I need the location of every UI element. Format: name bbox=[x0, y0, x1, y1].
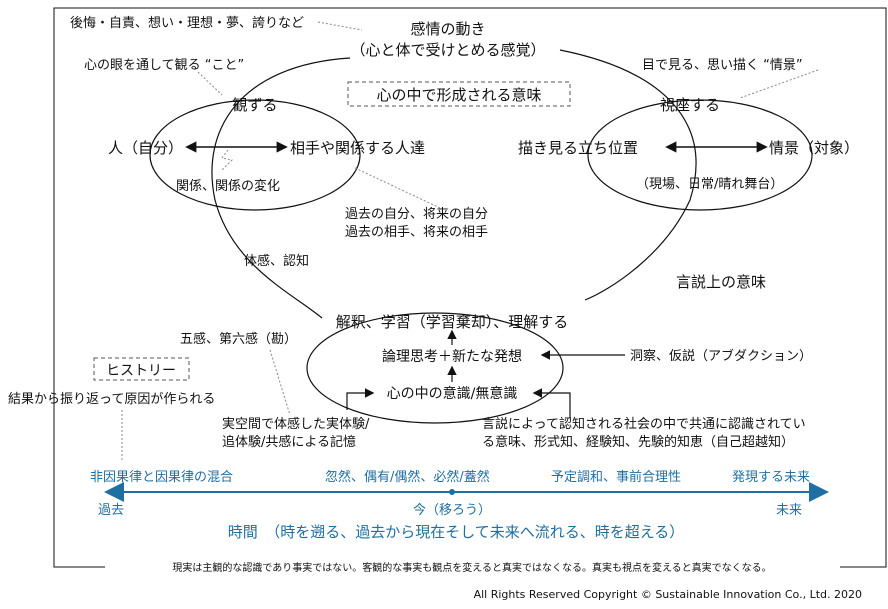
harmony-label: 予定調和、事前合理性 bbox=[551, 469, 681, 485]
big-loop-right bbox=[559, 49, 697, 301]
see-imagine-label: 目で見る、思い描く “情景” bbox=[642, 58, 803, 73]
outer-frame bbox=[53, 7, 887, 568]
discourse-meaning-label: 言説上の意味 bbox=[676, 273, 766, 291]
stage-label: （現場、日常/晴れ舞台） bbox=[636, 177, 783, 192]
other-people-label: 相手や関係する人達 bbox=[290, 139, 425, 157]
senses-label: 五感、第六感（勘） bbox=[180, 331, 297, 347]
social-arrow bbox=[532, 388, 571, 418]
insight-label: 洞察、仮説（アブダクション） bbox=[630, 348, 812, 364]
relation-label: 関係、関係の変化 bbox=[176, 178, 280, 194]
emotion-subtitle: （心と体で受けとめる感覚） bbox=[350, 41, 545, 59]
social-line1: 言説によって認知される社会の中で共通に認識されてい bbox=[482, 416, 806, 432]
now-marker bbox=[449, 489, 455, 495]
reality-note: 現実は主観的な認識であり事実ではない。客観的な事実も観点を変えると真実ではなくな… bbox=[172, 561, 771, 574]
scene-label: 情景（対象） bbox=[769, 139, 859, 157]
social-line2: る意味、形式知、経験知、先験的知恵（自己超越知） bbox=[482, 434, 794, 450]
leader-lines bbox=[121, 21, 819, 462]
viewpoint-label: 視座する bbox=[660, 96, 720, 114]
values-note: 後悔・自責、想い・理想・夢、誇りなど bbox=[70, 15, 304, 31]
past-label: 過去 bbox=[98, 503, 124, 518]
conscious-label: 心の中の意識/無意識 bbox=[387, 385, 518, 402]
right-cycle-ellipse bbox=[587, 99, 813, 211]
chance-label: 忽然、偶有/偶然、必然/蓋然 bbox=[325, 469, 490, 485]
emerging-future-label: 発現する未来 bbox=[732, 470, 810, 485]
history-box bbox=[93, 357, 190, 381]
noncausal-label: 非因果律と因果律の混合 bbox=[90, 470, 233, 485]
self-label: 人（自分） bbox=[108, 139, 183, 157]
big-loop-left bbox=[211, 57, 351, 319]
observe-label: 観ずる bbox=[232, 96, 277, 114]
past-future-self: 過去の自分、将来の自分 bbox=[345, 207, 488, 222]
bottom-cycle-ellipse bbox=[306, 312, 564, 424]
copyright: All Rights Reserved Copyright © Sustaina… bbox=[474, 588, 862, 601]
experience-line1: 実空間で体感した実体験/ bbox=[222, 416, 370, 432]
logic-label: 論理思考＋新たな発想 bbox=[382, 349, 522, 365]
past-future-other: 過去の相手、将来の相手 bbox=[345, 225, 488, 240]
retro-cause-label: 結果から振り返って原因が作られる bbox=[8, 392, 215, 407]
left-cycle-ellipse bbox=[149, 99, 361, 211]
inner-meaning-label: 心の中で形成される意味 bbox=[376, 86, 541, 104]
emotion-title: 感情の動き bbox=[410, 20, 485, 38]
bodily-label: 体感、認知 bbox=[244, 253, 309, 269]
experience-line2: 追体験/共感による記憶 bbox=[222, 434, 356, 450]
experience-arrow bbox=[346, 388, 375, 410]
history-label: ヒストリー bbox=[106, 363, 176, 379]
interpret-label: 解釈、学習（学習棄却）、理解する bbox=[336, 313, 569, 331]
time-title: 時間 （時を遡る、過去から現在そして未来へ流れる、時を超える） bbox=[228, 523, 685, 541]
future-label: 未来 bbox=[776, 503, 802, 518]
inner-meaning-box bbox=[347, 81, 571, 107]
mind-eye-label: 心の眼を通して観る “こと” bbox=[84, 58, 244, 73]
position-label: 描き見る立ち位置 bbox=[518, 139, 638, 157]
now-label: 今（移ろう） bbox=[413, 502, 491, 518]
